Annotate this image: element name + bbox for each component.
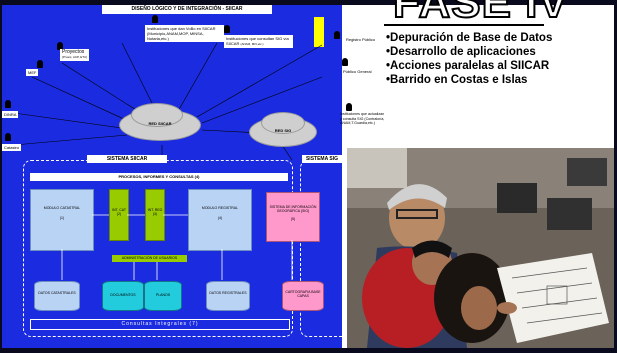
yellow-strip <box>314 17 324 47</box>
int-cat-num: (2) <box>116 212 122 216</box>
sistema-sig-label: SISTEMA SIG <box>302 155 342 163</box>
publico-general-label: Público General <box>343 69 372 74</box>
int-reg-num: (3) <box>152 212 158 216</box>
red-sig-label: RED SIG <box>274 128 292 133</box>
bullet-item: •Acciones paralelas al SIICAR <box>386 60 550 72</box>
datos-registrales-label: DATOS REGISTRALES <box>209 291 247 295</box>
red-sig-cloud-top <box>262 113 304 133</box>
cartografia-label: CARTOGRAFIA BASE CAPAS <box>285 290 321 298</box>
frame-right <box>614 0 617 353</box>
red-siicar-cloud-top <box>132 104 182 126</box>
sig-module: SISTEMA DE INFORMACIÓN GEOGRÁFICA (SIG) … <box>266 192 320 242</box>
title-underline <box>384 24 544 26</box>
instituciones-actualizan-text: Instituciones que actualizan y consulta … <box>340 112 385 121</box>
person-icon <box>342 58 348 66</box>
bullet-item: •Desarrollo de aplicaciones <box>386 46 536 58</box>
int-cat-title: INT. CAT <box>112 208 126 212</box>
module-arrows <box>61 214 293 280</box>
documentos-label: DOCUMENTOS <box>110 293 136 297</box>
person-icon <box>57 42 63 50</box>
person-icon <box>37 60 43 68</box>
sig-module-title: SISTEMA DE INFORMACIÓN GEOGRÁFICA (SIG) <box>269 205 317 213</box>
modulo-catastral-num: (1) <box>59 216 65 220</box>
procesos-bar: PROCESOS, INFORMES Y CONSULTAS (4) <box>30 173 288 181</box>
datos-catastrales-db: DATOS CATASTRALES <box>34 281 80 311</box>
diagram-title: DISEÑO LÓGICO Y DE INTEGRACIÓN - SIICAR <box>102 5 272 14</box>
workshop-photo <box>347 148 614 348</box>
consultas-integrales-bar: Consultas Integrales (7) <box>30 319 290 330</box>
person-icon <box>224 25 230 33</box>
instituciones-sig-sub: (ANAM, MIV,etc.) <box>240 42 264 46</box>
slide-title: FASE IV <box>392 0 569 26</box>
modulo-registral-title: MODULO REGISTRAL <box>201 206 239 210</box>
admin-usuarios-bar: ADMINISTRACIÓN DE USUARIOS <box>112 255 187 262</box>
frame-top <box>0 0 617 5</box>
datos-catastrales-label: DATOS CATASTRALES <box>38 291 76 295</box>
proyectos-text: Proyectos <box>62 49 85 55</box>
cartografia-db: CARTOGRAFIA BASE CAPAS <box>282 281 324 311</box>
person-icon <box>346 103 352 111</box>
sistema-siicar-label: SISTEMA SIICAR <box>87 155 167 163</box>
instituciones-vobo-label: Instituciones que dan VoBo en SIICAR (Mu… <box>145 25 224 42</box>
instituciones-actualizan-label: Instituciones que actualizan y consulta … <box>340 112 385 126</box>
frame-bottom <box>0 348 617 353</box>
instituciones-sig-label: Instituciones que consultan SIG vía SIIC… <box>224 35 293 48</box>
proyectos-label: Proyectos (Prosic, ACP, ETC) <box>60 49 90 61</box>
modulo-registral-num: (4) <box>217 216 223 220</box>
int-reg-title: INT. REG <box>147 208 163 212</box>
person-icon <box>5 133 11 141</box>
documentos-db: DOCUMENTOS <box>102 281 144 311</box>
datos-registrales-db: DATOS REGISTRALES <box>206 281 250 311</box>
instituciones-sig-text: Instituciones que consultan SIG vía SIIC… <box>226 36 289 46</box>
photo-drawing <box>347 148 614 348</box>
planos-label: PLANOS <box>155 293 171 297</box>
architecture-diagram: DISEÑO LÓGICO Y DE INTEGRACIÓN - SIICAR … <box>2 5 342 348</box>
person-icon <box>152 15 158 23</box>
inra-label: DINRA <box>2 111 19 118</box>
person-icon <box>334 31 340 39</box>
sig-module-num: (5) <box>290 217 296 221</box>
planos-db: PLANOS <box>144 281 182 311</box>
int-cat-box: INT. CAT (2) <box>109 189 129 241</box>
proyectos-sub: (Prosic, ACP, ETC) <box>62 55 88 59</box>
instituciones-actualizan-sub: (Contraloría, ANAM,T.Guardia,etc.) <box>340 116 385 126</box>
bullet-item: •Barrido en Costas e Islas <box>386 74 528 86</box>
frame-left <box>0 0 2 353</box>
modulo-registral: MODULO REGISTRAL (4) <box>188 189 252 251</box>
bullet-item: •Depuración de Base de Datos <box>386 32 553 44</box>
registro-publico-label: Registro Público <box>346 37 376 42</box>
modulo-catastral: MODULO CATASTRAL (1) <box>30 189 94 251</box>
catastro-label: Catastro <box>2 144 22 151</box>
mef-label: MEF <box>26 69 39 76</box>
red-siicar-label: RED SIICAR <box>148 121 172 126</box>
person-icon <box>5 100 11 108</box>
bullet-list: •Depuración de Base de Datos •Desarrollo… <box>386 31 614 87</box>
modulo-catastral-title: MODULO CATASTRAL <box>43 206 81 210</box>
slide-title-area: FASE IV <box>385 0 615 26</box>
